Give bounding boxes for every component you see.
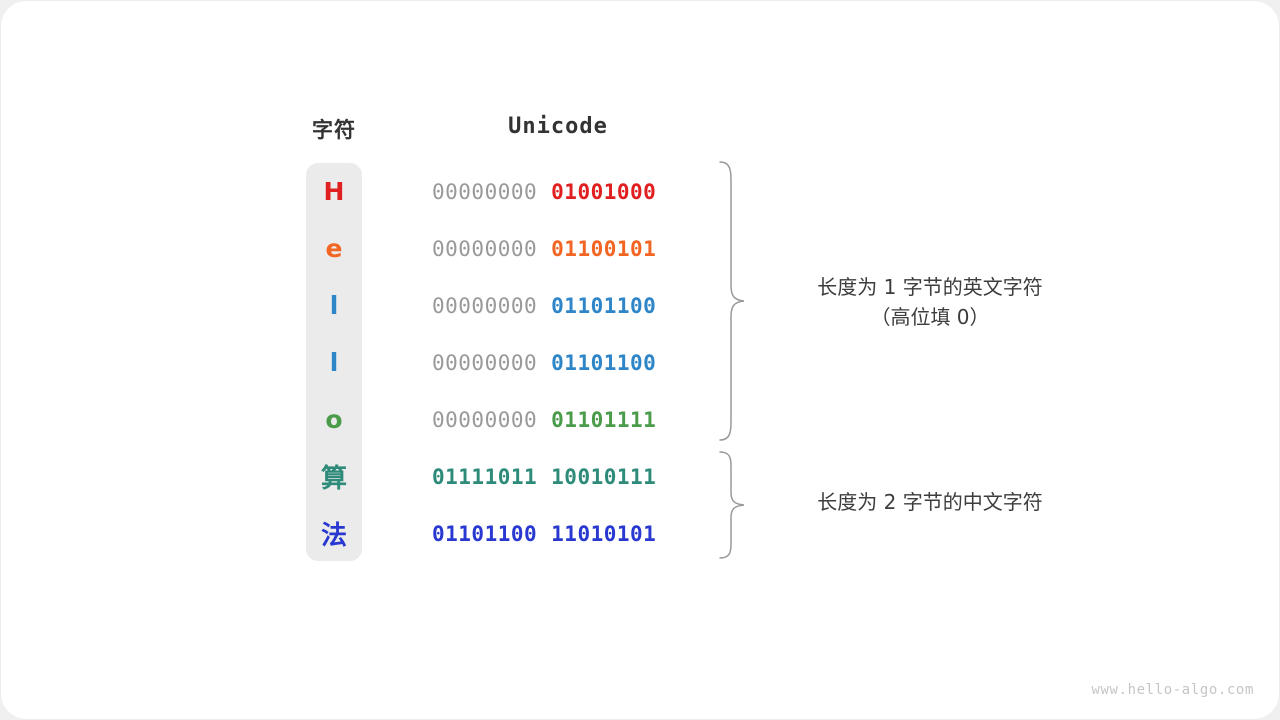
row-character: H xyxy=(323,177,345,206)
encoding-row: e 00000000 01100101 xyxy=(306,220,726,277)
encoding-row: l 00000000 01101100 xyxy=(306,334,726,391)
row-character: e xyxy=(325,234,343,263)
row-binary: 00000000 01101111 xyxy=(432,391,656,448)
brace-two-byte xyxy=(719,451,745,559)
row-binary: 00000000 01101100 xyxy=(432,277,656,334)
column-header-character: 字符 xyxy=(312,118,356,142)
row-binary-low-byte: 01101100 xyxy=(551,350,657,375)
annotation-two-byte: 长度为 2 字节的中文字符 xyxy=(760,487,1100,517)
row-character: 算 xyxy=(320,464,347,494)
row-binary: 00000000 01100101 xyxy=(432,220,656,277)
character-column-background xyxy=(306,163,362,561)
row-character: 法 xyxy=(320,521,347,551)
encoding-row: l 00000000 01101100 xyxy=(306,277,726,334)
row-binary-high-byte: 01111011 xyxy=(432,464,538,489)
row-character: l xyxy=(329,348,339,377)
encoding-row: o 00000000 01101111 xyxy=(306,391,726,448)
row-character: o xyxy=(325,405,343,434)
row-binary: 01101100 11010101 xyxy=(432,505,656,562)
row-binary: 00000000 01001000 xyxy=(432,163,656,220)
row-binary-high-byte: 00000000 xyxy=(432,236,538,261)
row-binary: 01111011 10010111 xyxy=(432,448,656,505)
row-binary-low-byte: 11010101 xyxy=(551,521,657,546)
row-binary-low-byte: 01001000 xyxy=(551,179,657,204)
column-header-unicode: Unicode xyxy=(508,114,608,139)
annotation-one-byte-line1: 长度为 1 字节的英文字符 xyxy=(817,275,1043,299)
row-binary-low-byte: 01101111 xyxy=(551,407,657,432)
row-binary: 00000000 01101100 xyxy=(432,334,656,391)
row-binary-low-byte: 10010111 xyxy=(551,464,657,489)
watermark-url: www.hello-algo.com xyxy=(1091,682,1254,698)
annotation-one-byte: 长度为 1 字节的英文字符 （高位填 0） xyxy=(760,272,1100,332)
row-binary-high-byte: 00000000 xyxy=(432,293,538,318)
brace-one-byte xyxy=(719,161,745,441)
annotation-two-byte-line1: 长度为 2 字节的中文字符 xyxy=(817,490,1043,514)
annotation-one-byte-line2: （高位填 0） xyxy=(870,305,990,329)
row-binary-high-byte: 00000000 xyxy=(432,179,538,204)
row-character: l xyxy=(329,291,339,320)
encoding-row: H 00000000 01001000 xyxy=(306,163,726,220)
encoding-row: 法 01101100 11010101 xyxy=(306,505,726,562)
encoding-row: 算 01111011 10010111 xyxy=(306,448,726,505)
row-binary-high-byte: 01101100 xyxy=(432,521,538,546)
row-binary-low-byte: 01100101 xyxy=(551,236,657,261)
row-binary-high-byte: 00000000 xyxy=(432,407,538,432)
row-binary-low-byte: 01101100 xyxy=(551,293,657,318)
row-binary-high-byte: 00000000 xyxy=(432,350,538,375)
